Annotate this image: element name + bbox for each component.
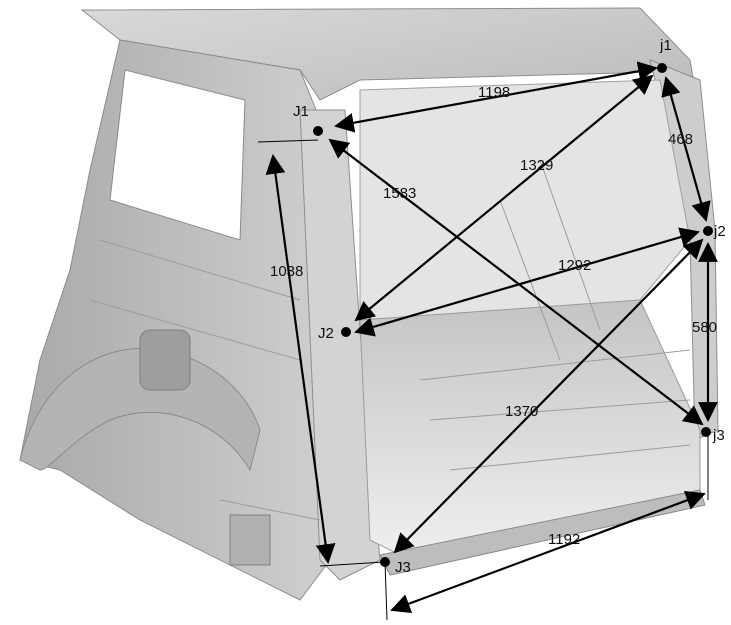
dim-label-1370: 1370 [505, 403, 538, 420]
dimension-arrows [265, 61, 718, 614]
label-J1: J1 [293, 103, 309, 120]
point-J1 [313, 126, 323, 136]
dim-label-1038: 1038 [270, 263, 303, 280]
point-j1 [657, 63, 667, 73]
label-j2: j2 [713, 223, 726, 240]
point-J2 [341, 327, 351, 337]
wheel-arch [19, 348, 261, 472]
vehicle-body-illustration [19, 7, 719, 601]
point-J3 [380, 557, 390, 567]
dimension-labels: 1198 468 1329 1583 1292 1038 580 1370 11… [270, 84, 717, 548]
interior-wall [359, 79, 691, 331]
dim-label-1292: 1292 [558, 257, 591, 274]
point-labels: J1 j1 j2 J2 j3 J3 [293, 37, 726, 576]
extension-line [384, 561, 388, 621]
panel-cutout [229, 514, 271, 566]
point-j2 [703, 226, 713, 236]
side-window-opening [109, 69, 246, 241]
point-j3 [701, 427, 711, 437]
measurement-points [313, 63, 713, 567]
dim-label-1192: 1192 [548, 531, 580, 548]
extension-lines [257, 139, 709, 621]
label-j3: j3 [712, 427, 725, 444]
dim-label-468: 468 [668, 131, 693, 148]
label-J2: J2 [318, 325, 334, 342]
label-J3: J3 [395, 559, 411, 576]
extension-line [257, 139, 319, 143]
extension-line [319, 561, 386, 567]
dim-label-580: 580 [692, 319, 717, 336]
dim-label-1198: 1198 [478, 84, 510, 101]
arrow-J1-J3 [265, 154, 336, 564]
label-j1: j1 [659, 37, 672, 54]
dim-label-1583: 1583 [383, 185, 416, 202]
arrow-J3-j3 [390, 490, 706, 614]
panel-cutout [139, 329, 191, 391]
dim-label-1329: 1329 [520, 157, 553, 174]
